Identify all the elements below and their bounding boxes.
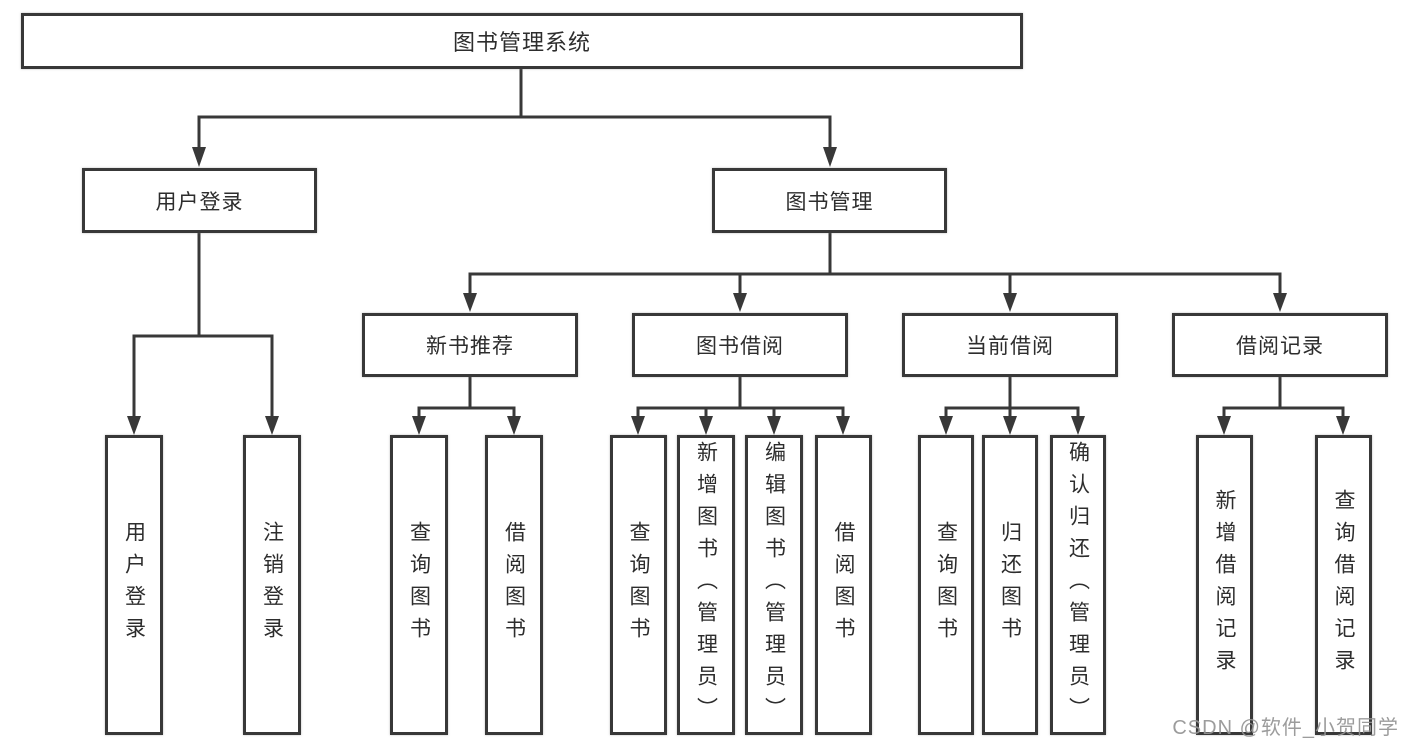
connector-book-management-to-modules — [468, 231, 1282, 297]
connector-user-login-to-leaves — [132, 231, 274, 420]
node-borrow-record-label: 借阅记录 — [1236, 335, 1324, 358]
arrow-down-icon — [733, 293, 747, 312]
leaf-borrow-books-label: 借阅图书 — [832, 521, 855, 649]
connector-current-borrow-to-leaves — [944, 375, 1080, 420]
node-book-borrow-label: 图书借阅 — [696, 335, 784, 358]
leaf-return-books-label: 归还图书 — [998, 521, 1022, 649]
arrow-down-icon — [1003, 293, 1017, 312]
node-book-management-label: 图书管理 — [785, 190, 874, 214]
leaf-borrow-books: 借阅图书 — [815, 435, 872, 735]
arrow-down-icon — [1217, 416, 1231, 435]
arrow-down-icon — [1071, 416, 1085, 435]
leaf-query-books-borrow: 查询图书 — [610, 435, 667, 735]
node-user-login-label: 用户登录 — [155, 190, 244, 214]
leaf-query-books-recommend-label: 查询图书 — [407, 521, 431, 649]
leaf-add-books-admin: 新增图书（管理员） — [677, 435, 735, 735]
arrow-down-icon — [192, 147, 206, 167]
arrow-down-icon — [836, 416, 850, 435]
leaf-add-borrow-record-label: 新增借阅记录 — [1213, 489, 1236, 681]
arrow-down-icon — [631, 416, 645, 435]
node-user-login: 用户登录 — [82, 168, 317, 233]
leaf-edit-books-admin: 编辑图书（管理员） — [745, 435, 803, 735]
node-root-library-system: 图书管理系统 — [21, 13, 1023, 69]
node-borrow-record: 借阅记录 — [1172, 313, 1388, 377]
connector-book-borrow-to-leaves — [636, 375, 845, 420]
node-current-borrow-label: 当前借阅 — [966, 335, 1054, 358]
leaf-borrow-books-recommend: 借阅图书 — [485, 435, 543, 735]
leaf-query-borrow-record-label: 查询借阅记录 — [1332, 489, 1355, 681]
leaf-return-books: 归还图书 — [982, 435, 1038, 735]
leaf-confirm-return-admin: 确认归还（管理员） — [1050, 435, 1106, 735]
connector-new-book-to-leaves — [417, 375, 516, 420]
node-root-label: 图书管理系统 — [452, 30, 591, 55]
arrow-down-icon — [699, 416, 713, 435]
arrow-down-icon — [127, 416, 141, 435]
arrow-down-icon — [767, 416, 781, 435]
arrow-down-icon — [412, 416, 426, 435]
connector-borrow-record-to-leaves — [1222, 375, 1345, 420]
arrow-down-icon — [939, 416, 953, 435]
leaf-query-borrow-record: 查询借阅记录 — [1315, 435, 1372, 735]
node-new-book-recommend-label: 新书推荐 — [426, 335, 514, 358]
leaf-query-books-current-label: 查询图书 — [934, 521, 958, 649]
node-current-borrow: 当前借阅 — [902, 313, 1118, 377]
arrow-down-icon — [463, 293, 477, 312]
leaf-add-books-admin-label: 新增图书（管理员） — [694, 441, 718, 729]
csdn-watermark: CSDN @软件_小贺同学 — [1172, 717, 1399, 739]
node-book-borrow: 图书借阅 — [632, 313, 848, 377]
arrow-down-icon — [265, 416, 279, 435]
arrow-down-icon — [507, 416, 521, 435]
leaf-user-login-label: 用户登录 — [122, 521, 146, 649]
leaf-add-borrow-record: 新增借阅记录 — [1196, 435, 1253, 735]
leaf-confirm-return-admin-label: 确认归还（管理员） — [1066, 441, 1090, 729]
leaf-edit-books-admin-label: 编辑图书（管理员） — [762, 441, 786, 729]
arrow-down-icon — [823, 147, 837, 167]
arrow-down-icon — [1273, 293, 1287, 312]
leaf-query-books-borrow-label: 查询图书 — [627, 521, 650, 649]
leaf-logout-login-label: 注销登录 — [260, 521, 284, 649]
node-book-management: 图书管理 — [712, 168, 947, 233]
leaf-user-login: 用户登录 — [105, 435, 163, 735]
leaf-logout-login: 注销登录 — [243, 435, 301, 735]
connector-root-to-level2 — [197, 67, 832, 151]
leaf-query-books-recommend: 查询图书 — [390, 435, 448, 735]
arrow-down-icon — [1336, 416, 1350, 435]
arrow-down-icon — [1003, 416, 1017, 435]
leaf-borrow-books-recommend-label: 借阅图书 — [502, 521, 526, 649]
leaf-query-books-current: 查询图书 — [918, 435, 974, 735]
node-new-book-recommend: 新书推荐 — [362, 313, 578, 377]
